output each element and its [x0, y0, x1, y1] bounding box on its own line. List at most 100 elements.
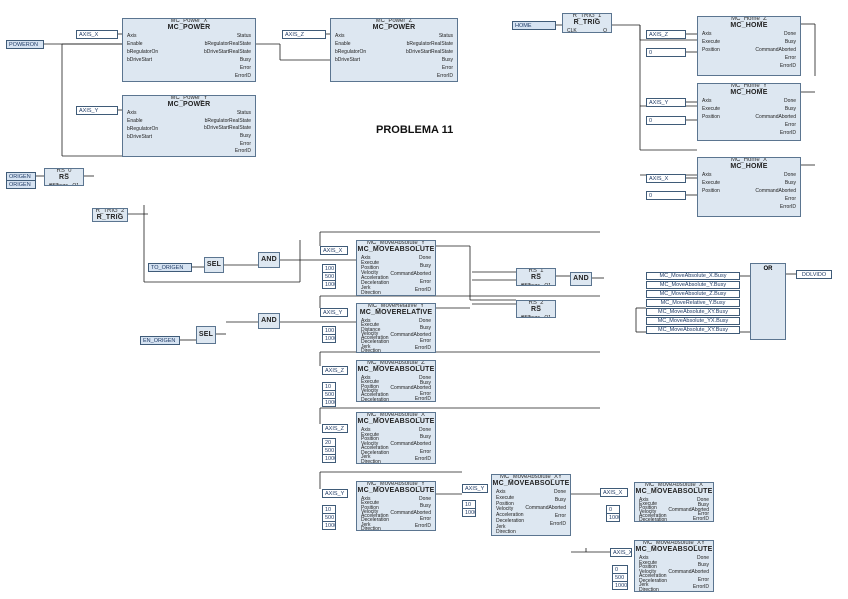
- block-output-pin: ErrorID: [414, 523, 431, 530]
- block-output-pin: Busy: [554, 497, 566, 503]
- function-block-sel1[interactable]: SEL: [204, 257, 224, 273]
- block-output-pin: bDriveStartRealState: [204, 125, 251, 132]
- block-output-pin: Busy: [784, 39, 796, 45]
- function-block-and2[interactable]: AND: [258, 313, 280, 329]
- function-block-sel2[interactable]: SEL: [196, 326, 216, 344]
- function-block-and3[interactable]: AND: [570, 272, 592, 286]
- block-input-pin: Position: [702, 47, 720, 53]
- variable-box[interactable]: AXIS_Y: [320, 308, 348, 317]
- block-type-name: MC_POWER: [167, 24, 211, 31]
- variable-box[interactable]: AXIS_Z: [322, 366, 348, 375]
- variable-box[interactable]: 0: [646, 48, 686, 57]
- block-input-pin: Axis: [702, 98, 712, 104]
- variable-box[interactable]: AXIS_Y: [646, 98, 686, 107]
- block-output-pin: Busy: [697, 562, 709, 569]
- block-input-pin: Deceleration: [639, 517, 668, 522]
- variable-box[interactable]: AXIS_X: [76, 30, 118, 39]
- block-input-pin: Deceleration: [361, 396, 390, 402]
- variable-box[interactable]: 1000: [606, 513, 620, 522]
- block-type-name: MC_MOVEABSOLUTE: [357, 487, 435, 494]
- or-input-variable[interactable]: MC_MoveAbsolute_X.Busy: [646, 272, 740, 280]
- function-block-rs2[interactable]: RS_2RSSETRESET1Q1: [516, 300, 556, 318]
- variable-box[interactable]: HOME: [512, 21, 556, 30]
- block-output-pin: Busy: [784, 180, 796, 186]
- variable-box[interactable]: AXIS_Z: [322, 424, 348, 433]
- variable-box[interactable]: POWERON: [6, 40, 44, 49]
- variable-box[interactable]: 1000: [322, 398, 336, 407]
- variable-box[interactable]: 1000: [322, 454, 336, 463]
- or-input-variable[interactable]: MC_MoveAbsolute_XY.Busy: [646, 308, 740, 316]
- variable-box[interactable]: 0: [646, 191, 686, 200]
- block-output-pin: ErrorID: [692, 516, 709, 522]
- block-input-pin: Acceleration: [496, 512, 524, 518]
- variable-box[interactable]: AXIS_Y: [322, 489, 348, 498]
- block-output-pin: Status: [236, 110, 251, 116]
- block-output-pin: Busy: [441, 57, 453, 63]
- variable-box[interactable]: AXIS_Z: [646, 30, 686, 39]
- block-input-pin: Velocity: [639, 568, 657, 575]
- block-input-pin: bRegulatorOn: [127, 49, 159, 55]
- variable-box[interactable]: 1000: [612, 581, 628, 590]
- block-type-name: MC_MOVEABSOLUTE: [635, 488, 713, 495]
- or-input-variable[interactable]: MC_MoveRelative_Y.Busy: [646, 299, 740, 307]
- variable-box[interactable]: AXIS_X: [610, 548, 632, 557]
- variable-box[interactable]: AXIS_X: [320, 246, 348, 255]
- block-output-pin: Done: [419, 318, 431, 324]
- variable-box[interactable]: AXIS_Y: [462, 484, 488, 493]
- variable-box[interactable]: AXIS_Y: [76, 106, 118, 115]
- function-block-rs1[interactable]: RS_1RSSETRESET1Q1: [516, 268, 556, 286]
- block-type-name: MC_HOME: [730, 89, 768, 96]
- block-input-pin: Acceleration: [361, 392, 389, 399]
- block-input-pin: Execute: [702, 106, 721, 112]
- function-block-rs0[interactable]: RS_0RSSETRESET1Q1: [44, 168, 84, 186]
- variable-box[interactable]: ORIGEN: [6, 180, 36, 189]
- block-output-pin: Q1: [544, 283, 551, 286]
- variable-box[interactable]: 1000: [462, 508, 476, 517]
- block-output-pin: Done: [554, 489, 566, 495]
- or-input-variable[interactable]: MC_MoveAbsolute_XY.Busy: [646, 326, 740, 334]
- variable-box[interactable]: 1000: [322, 521, 336, 530]
- variable-box[interactable]: 1000: [322, 334, 336, 343]
- block-type-name: MC_MOVEABSOLUTE: [357, 246, 435, 253]
- or-input-variable[interactable]: MC_MoveAbsolute_Z.Busy: [646, 290, 740, 298]
- block-output-pin: ErrorID: [436, 73, 453, 79]
- block-output-pin: bDriveStartRealState: [406, 49, 453, 55]
- variable-box[interactable]: 1000: [322, 280, 336, 289]
- variable-box[interactable]: AXIS_X: [600, 488, 628, 497]
- or-output-variable[interactable]: DOLVIDO: [796, 270, 832, 279]
- block-output-pin: Busy: [419, 380, 431, 387]
- or-input-variable[interactable]: MC_MoveAbsolute_YX.Busy: [646, 317, 740, 325]
- block-output-pin: Busy: [697, 501, 709, 508]
- variable-box[interactable]: AXIS_Z: [282, 30, 326, 39]
- block-output-pin: Error: [419, 279, 431, 285]
- variable-box[interactable]: AXIS_X: [646, 174, 686, 183]
- or-input-variable[interactable]: MC_MoveAbsolute_Y.Busy: [646, 281, 740, 289]
- block-output-pin: Error: [784, 55, 796, 61]
- variable-box[interactable]: TO_ORIGEN: [148, 263, 192, 272]
- or-block[interactable]: OR: [750, 263, 786, 340]
- function-block-and1[interactable]: AND: [258, 252, 280, 268]
- block-type-name: MC_POWER: [167, 101, 211, 108]
- block-type-name: RS: [58, 174, 70, 181]
- variable-box[interactable]: EN_ORIGEN: [140, 336, 180, 345]
- block-output-pin: Error: [419, 338, 431, 345]
- block-output-pin: Q: [603, 28, 607, 33]
- block-input-pin: Position: [702, 188, 720, 194]
- variable-box[interactable]: 0: [646, 116, 686, 125]
